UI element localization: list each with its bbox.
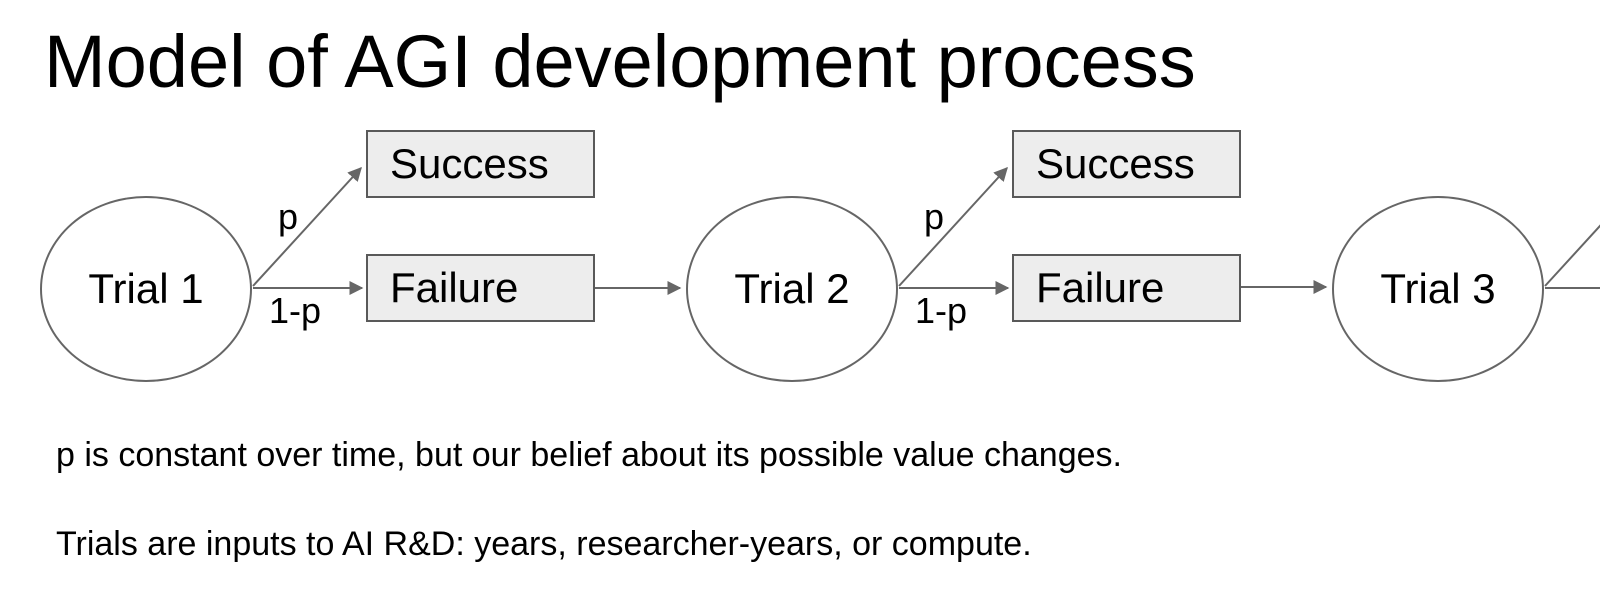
success-2-box: Success <box>1012 130 1241 198</box>
failure-2-label: Failure <box>1036 264 1165 311</box>
success-1-box: Success <box>366 130 595 198</box>
prob-failure-1-label: 1-p <box>268 290 322 331</box>
success-1-label: Success <box>390 140 549 187</box>
prob-failure-2-label: 1-p <box>914 290 968 331</box>
trial-1-label: Trial 1 <box>88 265 204 312</box>
trial-3-label: Trial 3 <box>1380 265 1496 312</box>
failure-1-label: Failure <box>390 264 519 311</box>
arrow-trial3-success-clipped <box>1544 224 1600 287</box>
trial-2-node: Trial 2 <box>686 196 898 382</box>
trial-2-label: Trial 2 <box>734 265 850 312</box>
prob-success-2-label: p <box>923 196 945 237</box>
trial-1-node: Trial 1 <box>40 196 252 382</box>
trial-3-node: Trial 3 <box>1332 196 1544 382</box>
failure-1-box: Failure <box>366 254 595 322</box>
success-2-label: Success <box>1036 140 1195 187</box>
failure-2-box: Failure <box>1012 254 1241 322</box>
note-trials-inputs: Trials are inputs to AI R&D: years, rese… <box>56 525 1032 563</box>
note-p-constant: p is constant over time, but our belief … <box>56 436 1122 474</box>
prob-success-1-label: p <box>277 196 299 237</box>
page-title: Model of AGI development process <box>44 20 1196 103</box>
